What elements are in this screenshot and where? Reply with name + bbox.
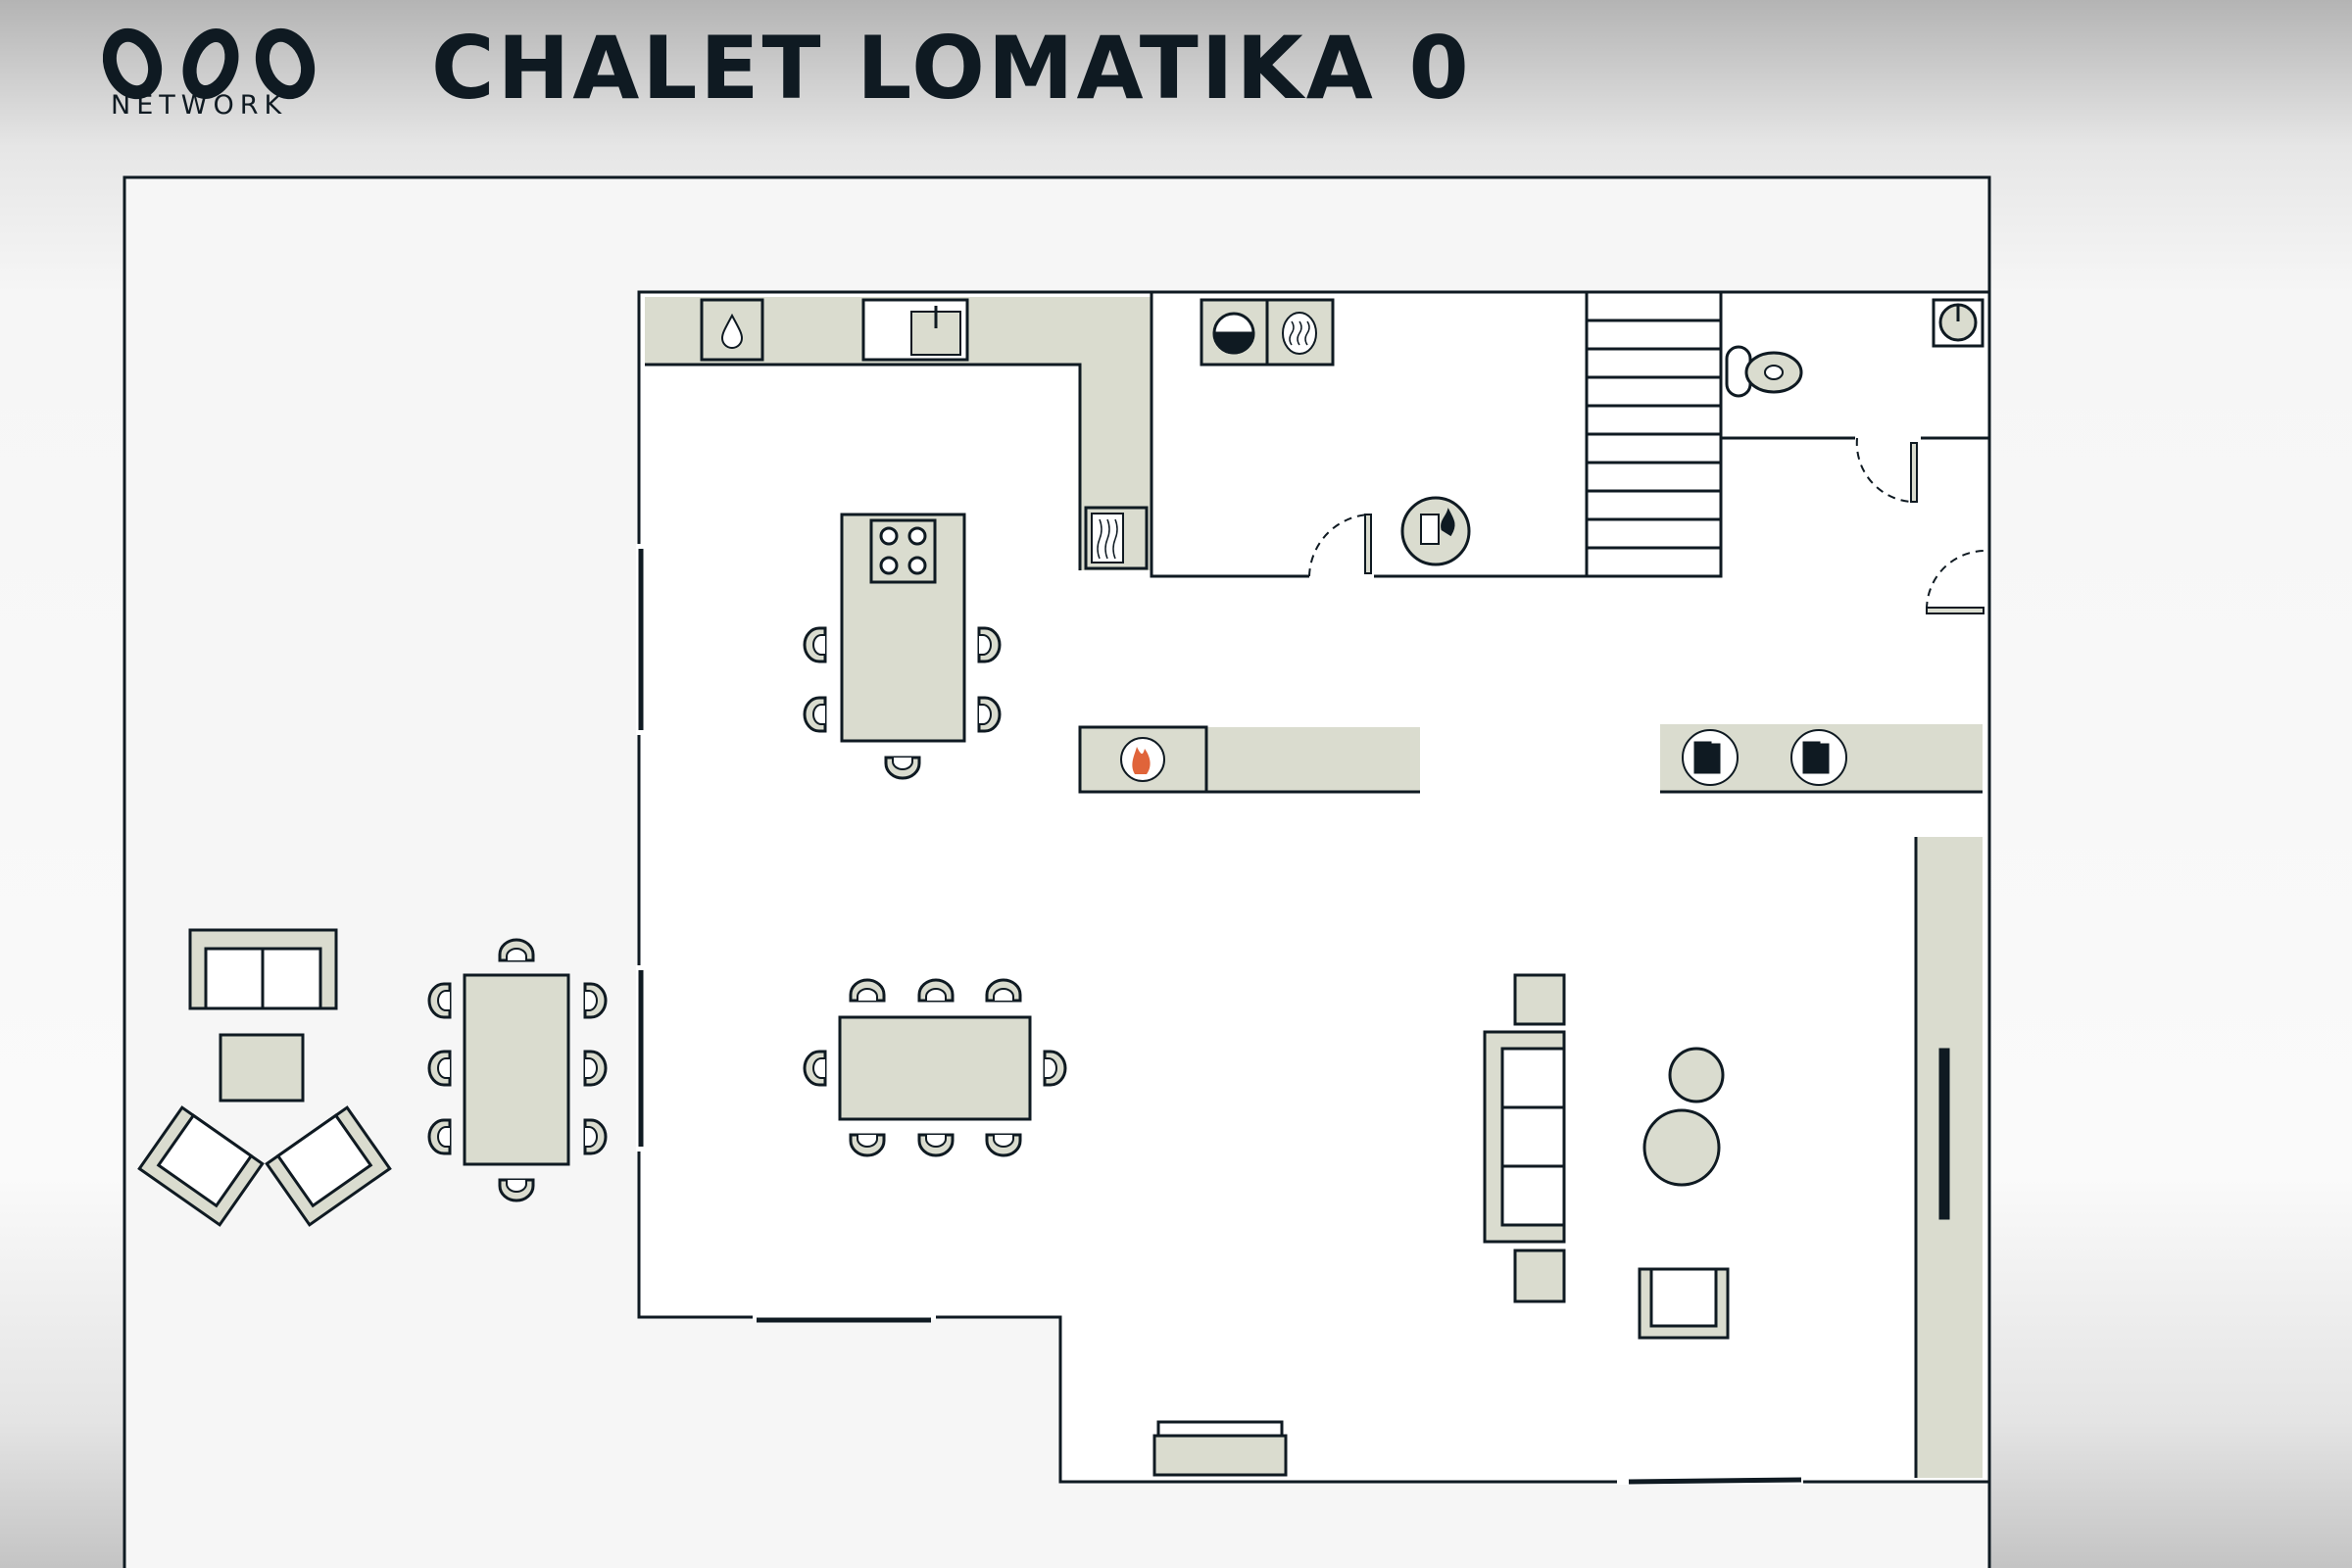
door-swing — [1308, 514, 1369, 577]
ottoman — [1513, 1249, 1566, 1303]
microwave-icon — [1084, 506, 1149, 570]
chair — [427, 1050, 452, 1087]
door-swing — [1926, 549, 1987, 611]
sofa — [1483, 1030, 1566, 1244]
door-swing — [1855, 437, 1912, 503]
chair — [427, 1118, 452, 1155]
chair — [583, 1118, 608, 1155]
chair — [803, 696, 827, 733]
water-drop-icon — [700, 298, 764, 362]
toilet-icon — [1725, 345, 1803, 398]
television — [1938, 1048, 1950, 1220]
door — [1926, 607, 1984, 614]
fireplace-icon — [1078, 725, 1208, 794]
staircase — [1585, 290, 1723, 578]
chair — [583, 1050, 608, 1087]
terrace-coffee-table — [219, 1033, 305, 1102]
chair — [977, 696, 1002, 733]
terrace-dining-table — [463, 973, 570, 1166]
building-walls — [637, 290, 1991, 1484]
chair — [803, 626, 827, 663]
chair — [498, 938, 535, 962]
washing-machine-icon — [1200, 298, 1269, 367]
chair — [917, 978, 955, 1003]
door — [1364, 514, 1372, 574]
chair — [427, 982, 452, 1019]
chair — [917, 1133, 955, 1157]
terrace-sofa — [188, 928, 338, 1010]
chair — [985, 978, 1022, 1003]
page-title: CHALET LOMATIKA 0 — [431, 18, 1472, 119]
side-table — [1668, 1047, 1725, 1103]
boiler-icon — [1400, 496, 1471, 566]
chair — [985, 1133, 1022, 1157]
window — [1628, 1477, 1802, 1485]
chair — [884, 756, 921, 780]
chair — [1043, 1050, 1067, 1087]
books-icon — [1682, 729, 1739, 786]
books-icon — [1790, 729, 1847, 786]
chair — [583, 982, 608, 1019]
sink-icon — [861, 298, 969, 362]
chair — [803, 1050, 827, 1087]
dining-table — [838, 1015, 1032, 1121]
armchair — [1638, 1267, 1730, 1340]
door — [1910, 442, 1918, 503]
chair — [849, 978, 886, 1003]
chair — [498, 1178, 535, 1202]
logo-text: NETWORK — [111, 90, 288, 121]
washbasin-icon — [1932, 298, 1984, 348]
coffee-table — [1642, 1108, 1721, 1187]
dryer-icon — [1265, 298, 1335, 367]
chair — [849, 1133, 886, 1157]
terrace-armchair — [265, 1105, 392, 1227]
logo-mark — [103, 27, 316, 100]
chair — [977, 626, 1002, 663]
bench — [1152, 1420, 1288, 1477]
terrace-armchair — [137, 1105, 265, 1227]
ottoman — [1513, 973, 1566, 1026]
cooktop-icon — [869, 518, 937, 584]
